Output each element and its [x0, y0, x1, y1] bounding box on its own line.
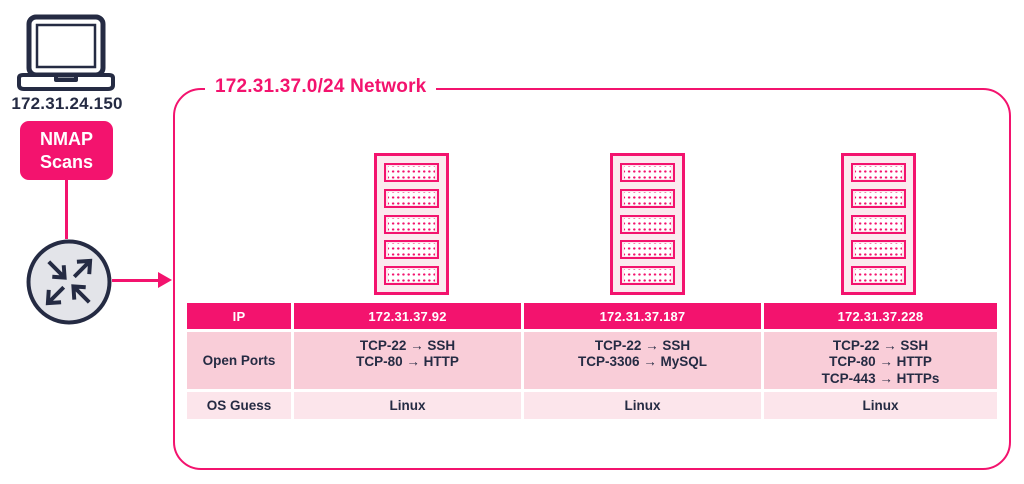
os-guess-cell: Linux	[524, 392, 761, 419]
port-mapping: TCP-80 → HTTP	[829, 354, 932, 370]
server-slot	[620, 163, 675, 182]
port-mapping: TCP-80 → HTTP	[356, 354, 459, 370]
server-slot	[851, 163, 906, 182]
nmap-label-line2: Scans	[39, 151, 94, 172]
server-slot	[384, 214, 439, 234]
server-rack-icon	[610, 153, 685, 295]
nmap-scans-badge: NMAP Scans	[20, 121, 113, 180]
server-slot	[384, 266, 439, 285]
network-title: 172.31.37.0/24 Network	[205, 76, 437, 98]
network-boundary: 172.31.37.0/24 Network IP 172.31.37.	[173, 76, 1011, 470]
open-ports-cell: TCP-22 → SSH TCP-80 → HTTP	[294, 332, 521, 389]
os-guess-cell: Linux	[294, 392, 521, 419]
server-slot	[620, 188, 675, 208]
server-slot	[620, 240, 675, 260]
os-guess-cell: Linux	[764, 392, 997, 419]
arrowhead-icon	[158, 272, 172, 288]
laptop-icon	[17, 14, 115, 91]
host-ip-header: 172.31.37.228	[764, 303, 997, 329]
server-slot	[384, 188, 439, 208]
table-header-ip: IP	[187, 303, 291, 329]
os-guess-row-label: OS Guess	[187, 392, 291, 419]
port-mapping: TCP-22 → SSH	[832, 338, 929, 353]
server-slot	[384, 240, 439, 260]
scanner-ip-label: 172.31.24.150	[11, 94, 123, 113]
port-mapping: TCP-22 → SSH	[594, 338, 691, 353]
server-slot	[384, 163, 439, 182]
server-slot	[851, 240, 906, 260]
port-mapping: TCP-3306 → MySQL	[577, 354, 708, 370]
open-ports-row-label: Open Ports	[187, 332, 291, 389]
port-mapping: TCP-443 → HTTPs	[821, 370, 940, 386]
server-slot	[620, 214, 675, 234]
nmap-label-line1: NMAP	[40, 129, 93, 149]
connector-horizontal-line	[112, 279, 162, 282]
server-slot	[620, 266, 675, 285]
connector-vertical-line	[65, 180, 68, 239]
server-rack-icon	[841, 153, 916, 295]
open-ports-cell: TCP-22 → SSH TCP-3306 → MySQL	[524, 332, 761, 389]
server-rack-icon	[374, 153, 449, 295]
host-ip-header: 172.31.37.92	[294, 303, 521, 329]
server-slot	[851, 214, 906, 234]
scan-results-table: IP 172.31.37.92 172.31.37.187 172.31.37.…	[187, 303, 997, 419]
host-ip-header: 172.31.37.187	[524, 303, 761, 329]
port-mapping: TCP-22 → SSH	[359, 338, 456, 353]
router-icon	[26, 239, 112, 325]
server-slot	[851, 188, 906, 208]
server-slot	[851, 266, 906, 285]
open-ports-cell: TCP-22 → SSH TCP-80 → HTTP TCP-443 → HTT…	[764, 332, 997, 389]
